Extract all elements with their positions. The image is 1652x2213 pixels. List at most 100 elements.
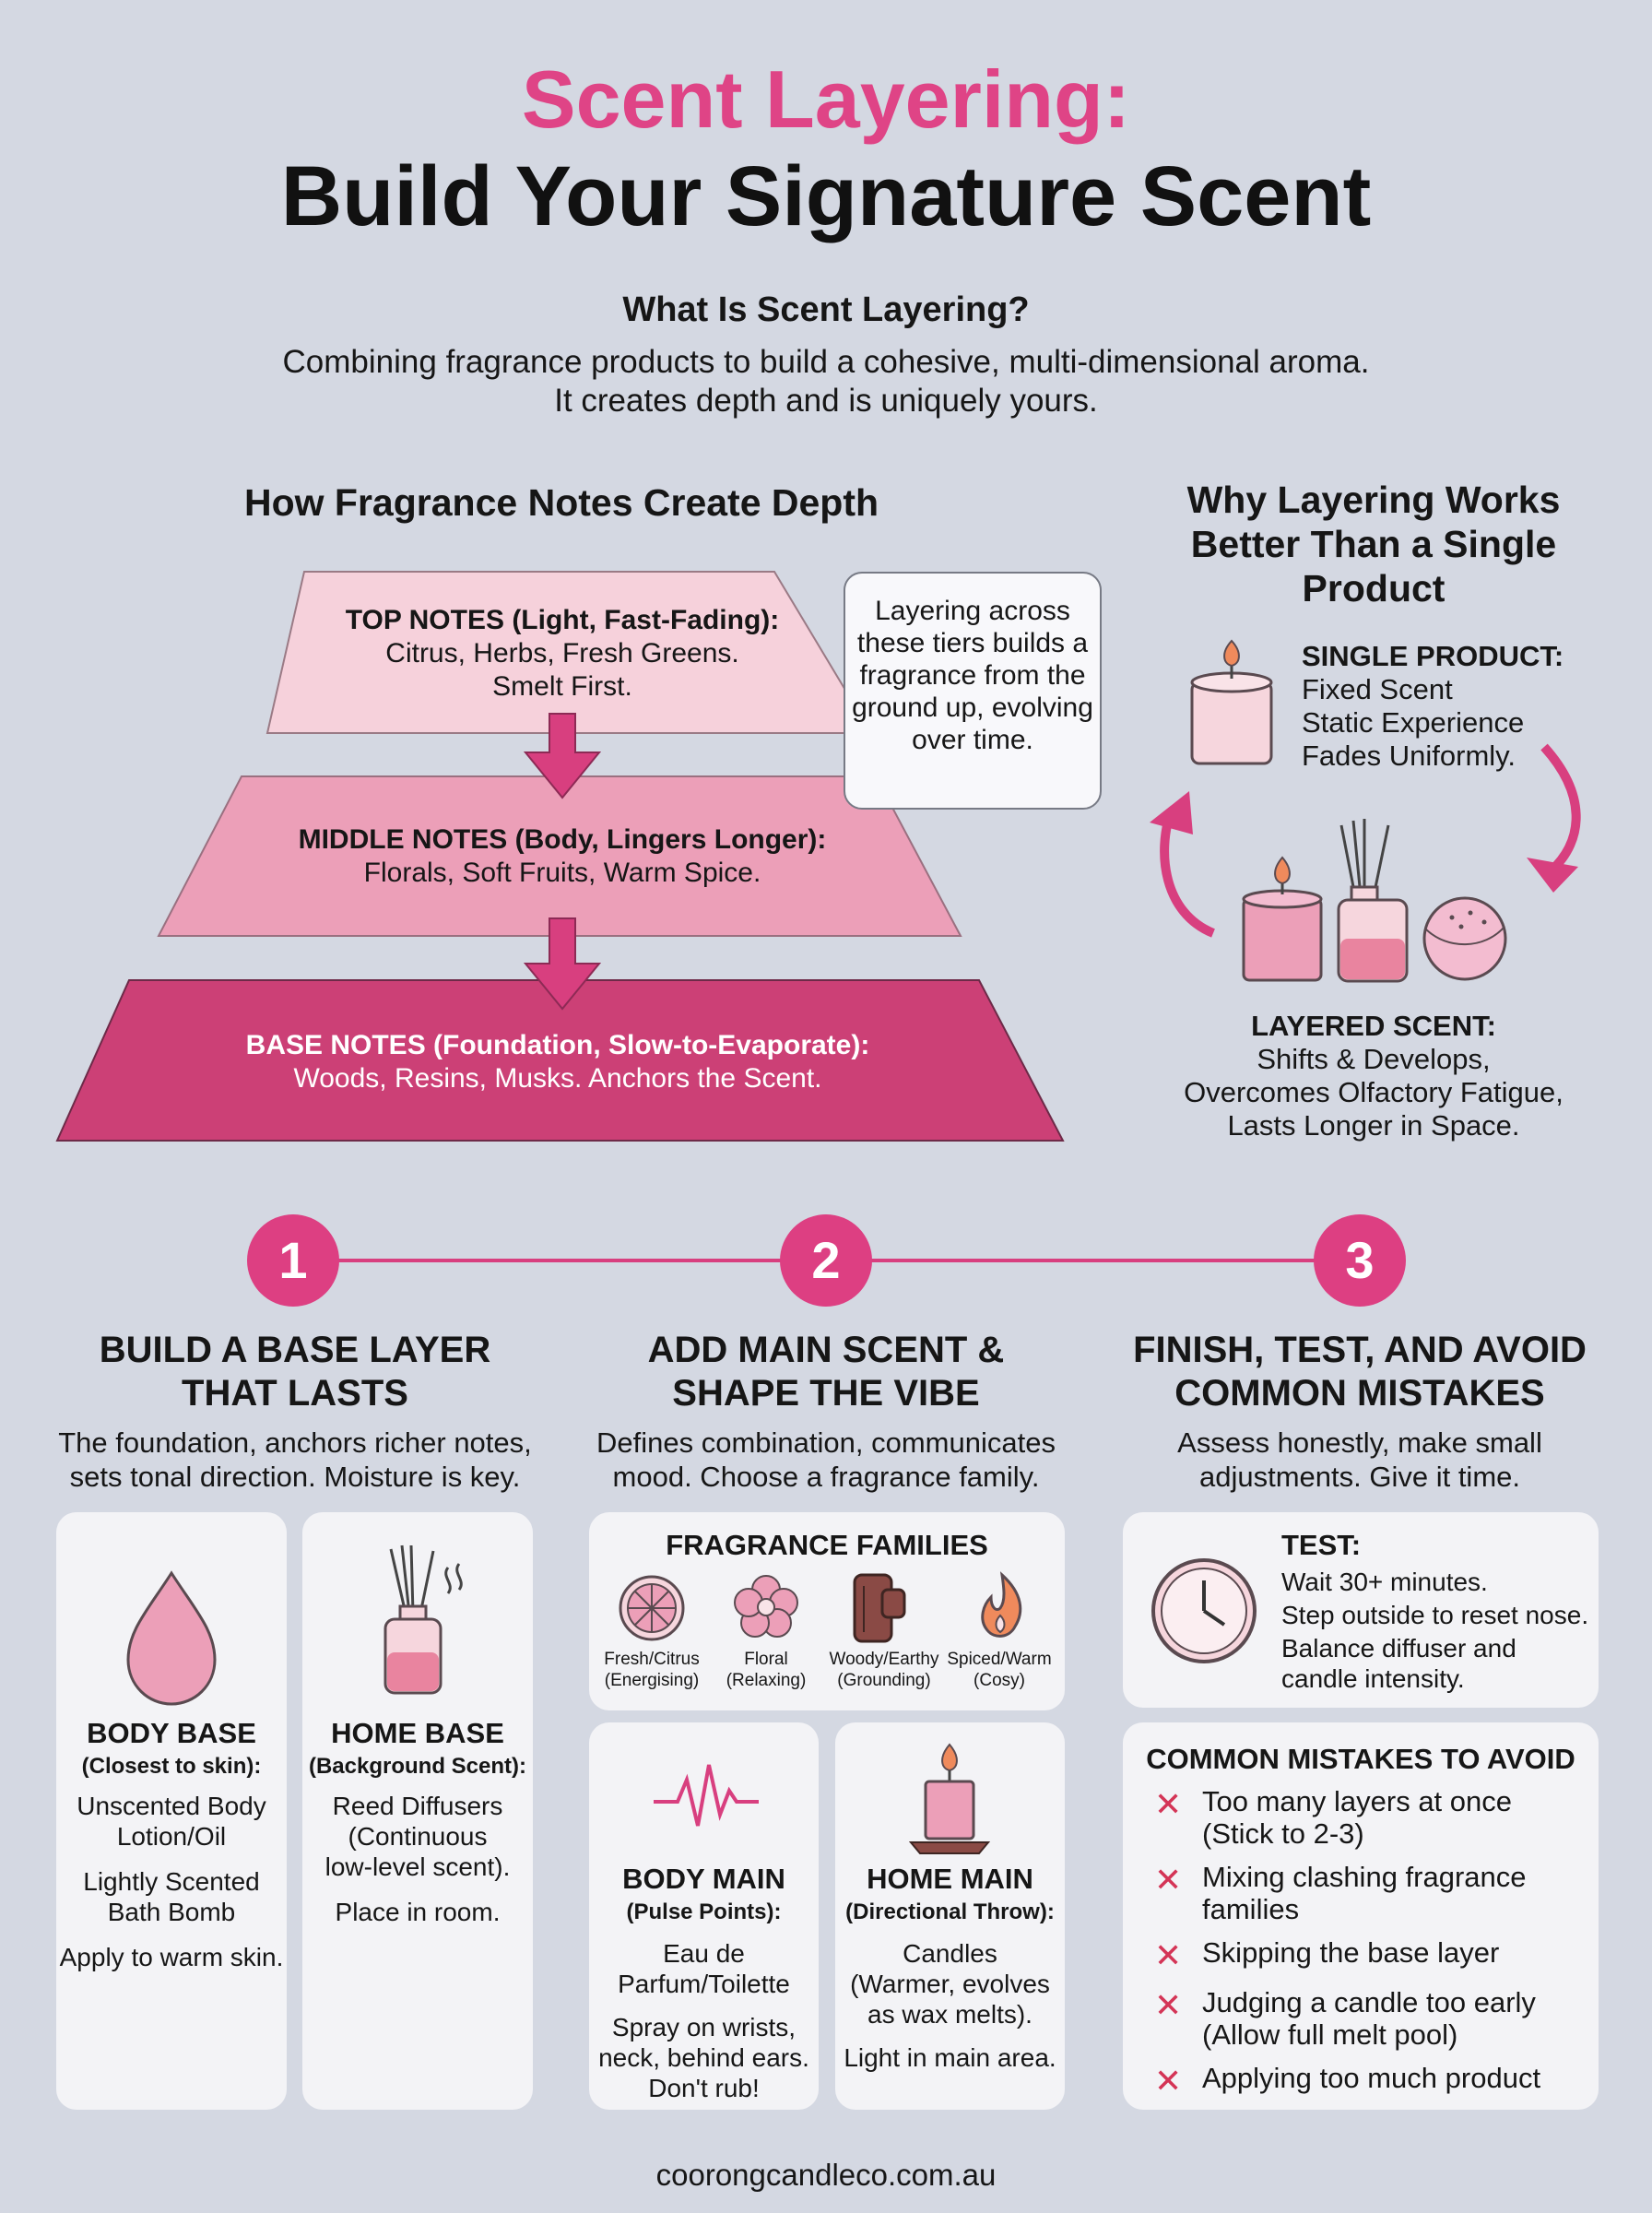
- mistake-text: Applying too much product: [1202, 2062, 1541, 2094]
- mistake-text: (Allow full melt pool): [1202, 2018, 1458, 2051]
- home-main-card: HOME MAIN (Directional Throw): Candles (…: [835, 1722, 1065, 2110]
- family-name: Fresh/Citrus: [604, 1650, 700, 1669]
- pulse-icon: [654, 1764, 759, 1827]
- step-3-heading: FINISH, TEST, AND AVOID COMMON MISTAKES: [1083, 1329, 1636, 1415]
- wood-log-icon: [853, 1573, 906, 1643]
- mistakes-card: COMMON MISTAKES TO AVOID ✕ Too many laye…: [1123, 1722, 1599, 2110]
- body-base-line: Unscented Body: [77, 1792, 266, 1820]
- mistake-text: Skipping the base layer: [1202, 1936, 1500, 1969]
- body-base-body: Unscented Body Lotion/Oil Lightly Scente…: [56, 1791, 287, 1972]
- intro-heading: What Is Scent Layering?: [622, 290, 1030, 329]
- intro-line-1: Combining fragrance products to build a …: [282, 344, 1370, 380]
- home-base-line: Reed Diffusers: [332, 1792, 503, 1820]
- mistake-text: Judging a candle too early: [1202, 1986, 1536, 2018]
- curved-arrow-icon: [1527, 858, 1578, 893]
- top-notes-line-2: Smelt First.: [492, 671, 632, 702]
- curved-arrow-icon: [1540, 743, 1581, 875]
- step-1-heading-line: BUILD A BASE LAYER: [99, 1330, 491, 1370]
- body-main-line: Eau de: [663, 1939, 745, 1968]
- reed-diffuser-icon: [384, 1544, 463, 1695]
- x-mark-icon: ✕: [1154, 1986, 1183, 2024]
- base-notes-tier: [55, 979, 1065, 1142]
- home-main-line: as wax melts).: [867, 2000, 1032, 2029]
- step-1-description: The foundation, anchors richer notes, se…: [18, 1426, 572, 1494]
- body-main-line: neck, behind ears.: [598, 2043, 809, 2072]
- title-line-1: Scent Layering:: [521, 53, 1131, 145]
- home-base-line: low-level scent).: [324, 1852, 511, 1881]
- step-1-description-line: sets tonal direction. Moisture is key.: [69, 1461, 521, 1493]
- home-base-line: (Continuous: [348, 1822, 488, 1851]
- single-product-title: SINGLE PRODUCT:: [1302, 640, 1564, 672]
- mistake-item: ✕ Too many layers at once (Stick to 2-3): [1154, 1785, 1587, 1850]
- x-mark-icon: ✕: [1154, 1936, 1183, 1974]
- candle-icon: [908, 1743, 991, 1854]
- citrus-slice-icon: [619, 1575, 685, 1641]
- body-base-title: BODY BASE: [87, 1717, 256, 1749]
- home-main-body: Candles (Warmer, evolves as wax melts). …: [835, 1938, 1065, 2073]
- body-base-line: Lightly Scented: [83, 1867, 260, 1896]
- mistake-text: Too many layers at once: [1202, 1785, 1513, 1817]
- reed-diffuser-icon: [1337, 819, 1409, 983]
- single-product-line: Fixed Scent: [1302, 673, 1453, 705]
- intro-description: Combining fragrance products to build a …: [0, 343, 1652, 420]
- mistake-item: ✕ Mixing clashing fragrance families: [1154, 1861, 1587, 1925]
- step-2-heading-line: ADD MAIN SCENT &: [647, 1330, 1005, 1370]
- test-line: Balance diffuser and: [1281, 1634, 1516, 1663]
- x-mark-icon: ✕: [1154, 1861, 1183, 1899]
- why-heading-line-3: Product: [1302, 567, 1446, 609]
- candle-icon: [1190, 639, 1273, 765]
- flower-icon: [734, 1575, 798, 1638]
- step-3-description: Assess honestly, make small adjustments.…: [1083, 1426, 1636, 1494]
- family-note: (Energising): [604, 1671, 700, 1690]
- top-notes-title: TOP NOTES (Light, Fast-Fading):: [345, 605, 780, 635]
- why-heading: Why Layering Works Better Than a Single …: [1143, 478, 1604, 610]
- test-line: candle intensity.: [1281, 1664, 1465, 1693]
- step-2-badge: 2: [780, 1214, 872, 1307]
- layering-callout: Layering across these tiers builds a fra…: [844, 572, 1102, 810]
- step-1-badge: 1: [247, 1214, 339, 1307]
- intro-line-2: It creates depth and is uniquely yours.: [554, 383, 1098, 419]
- family-note: (Grounding): [837, 1671, 931, 1690]
- body-main-line: Don't rub!: [648, 2074, 760, 2102]
- family-floral: Floral (Relaxing): [711, 1649, 821, 1691]
- why-heading-line-2: Better Than a Single: [1190, 523, 1557, 565]
- body-base-card: BODY BASE (Closest to skin): Unscented B…: [56, 1512, 287, 2110]
- why-heading-line-1: Why Layering Works: [1186, 479, 1561, 521]
- layered-scent-text: LAYERED SCENT: Shifts & Develops, Overco…: [1143, 1010, 1604, 1142]
- layered-scent-line: Shifts & Develops,: [1257, 1043, 1491, 1075]
- clock-icon: [1151, 1558, 1257, 1663]
- curved-arrow-icon: [1150, 791, 1193, 834]
- step-3-badge: 3: [1314, 1214, 1406, 1307]
- base-notes-title: BASE NOTES (Foundation, Slow-to-Evaporat…: [245, 1030, 870, 1060]
- body-main-card: BODY MAIN (Pulse Points): Eau de Parfum/…: [589, 1722, 819, 2110]
- single-product-text: SINGLE PRODUCT: Fixed Scent Static Exper…: [1302, 640, 1606, 773]
- x-mark-icon: ✕: [1154, 1785, 1183, 1823]
- footer-website[interactable]: coorongcandleco.com.au: [655, 2158, 997, 2192]
- step-3-heading-line: FINISH, TEST, AND AVOID: [1133, 1330, 1587, 1370]
- home-base-card: HOME BASE (Background Scent): Reed Diffu…: [302, 1512, 533, 2110]
- layered-scent-title: LAYERED SCENT:: [1251, 1010, 1496, 1042]
- home-main-line: Light in main area.: [844, 2043, 1056, 2072]
- family-woody-earthy: Woody/Earthy (Grounding): [820, 1649, 949, 1691]
- step-3-description-line: adjustments. Give it time.: [1198, 1461, 1520, 1493]
- body-main-body: Eau de Parfum/Toilette Spray on wrists, …: [589, 1938, 819, 2103]
- flame-icon: [981, 1571, 1022, 1638]
- base-notes-text: BASE NOTES (Foundation, Slow-to-Evaporat…: [166, 1029, 950, 1095]
- bath-bomb-icon: [1422, 896, 1507, 981]
- single-product-line: Fades Uniformly.: [1302, 740, 1516, 772]
- home-base-subtitle: (Background Scent):: [308, 1754, 526, 1779]
- pyramid-heading: How Fragrance Notes Create Depth: [244, 481, 879, 524]
- down-arrow-icon: [523, 917, 602, 1011]
- family-fresh-citrus: Fresh/Citrus (Energising): [596, 1649, 707, 1691]
- top-notes-text: TOP NOTES (Light, Fast-Fading): Citrus, …: [304, 604, 820, 704]
- step-2-heading: ADD MAIN SCENT & SHAPE THE VIBE: [549, 1329, 1103, 1415]
- home-base-line: Place in room.: [335, 1898, 501, 1926]
- step-2-description: Defines combination, communicates mood. …: [549, 1426, 1103, 1494]
- step-1-heading: BUILD A BASE LAYER THAT LASTS: [18, 1329, 572, 1415]
- family-note: (Cosy): [974, 1671, 1025, 1690]
- title-line-2: Build Your Signature Scent: [280, 149, 1372, 243]
- body-main-line: Spray on wrists,: [611, 2013, 796, 2041]
- home-main-subtitle: (Directional Throw):: [845, 1899, 1055, 1924]
- fragrance-families-card: FRAGRANCE FAMILIES Fresh/Cit: [589, 1512, 1065, 1710]
